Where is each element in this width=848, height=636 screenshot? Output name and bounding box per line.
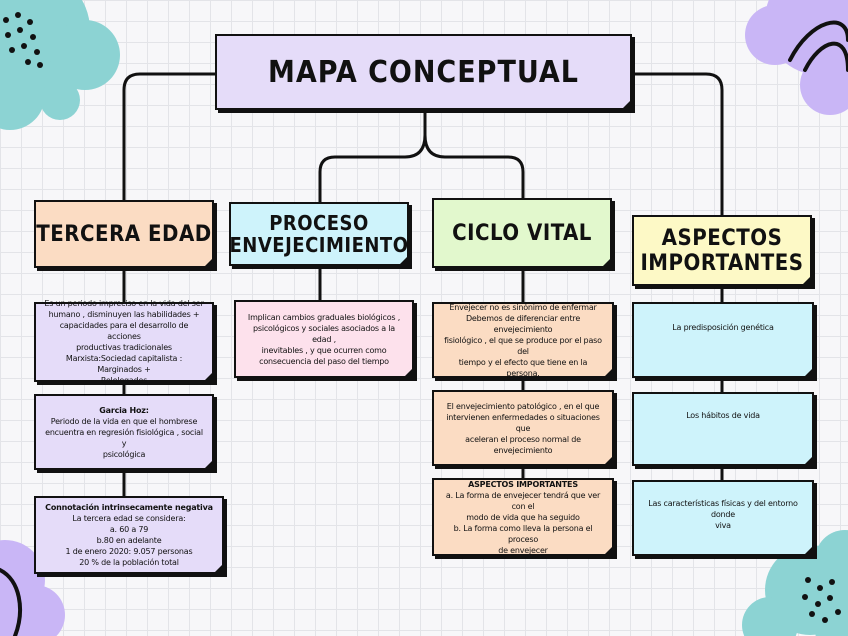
heading-text: TERCERA EDAD [36, 221, 212, 247]
card-line: inevitables , y que ocurren como [261, 345, 387, 355]
card-line: Es un periodo impreciso en la vida del s… [44, 299, 204, 308]
card-line: aceleran el proceso normal de envejecimi… [465, 434, 581, 455]
card-proceso-envejecimiento: Implican cambios graduales biológicos , … [234, 300, 415, 379]
card-line: Las características físicas y del entorn… [648, 499, 798, 519]
card-ciclo-vital-patologico: El envejecimiento patológico , en el que… [432, 390, 615, 467]
heading-proceso-envejecimiento: PROCESO ENVEJECIMIENTO [229, 202, 410, 267]
card-line: Debemos de diferenciar entre envejecimie… [465, 313, 581, 334]
lavender-flower-bottom-left [0, 540, 65, 636]
card-line: Los hábitos de vida [686, 411, 760, 420]
card-line: Garcia Hoz: [99, 405, 149, 415]
card-line: consecuencia del paso del tiempo [259, 356, 389, 366]
card-line: La tercera edad se considera: [72, 514, 186, 523]
card-line: de envejecer [498, 545, 548, 555]
card-line: Periodo de la vida en que el hombrese [50, 416, 198, 426]
card-tercera-edad-definicion: Es un periodo impreciso en la vida del s… [34, 299, 215, 385]
card-line: 1 de enero 2020: 9.057 personas [65, 547, 193, 556]
card-line: encuentra en regresión fisiológica , soc… [45, 427, 203, 448]
card-aspectos-habitos: Los hábitos de vida [632, 392, 815, 467]
card-line: a. La forma de envejecer tendrá que ver … [445, 490, 601, 511]
card-line: fisiológico , el que se produce por el p… [444, 335, 602, 356]
card-line: tiempo y el efecto que tiene en la perso… [458, 357, 588, 378]
card-line: La predisposición genética [672, 323, 774, 332]
teal-flower-bottom-right [742, 530, 848, 636]
heading-text: CICLO VITAL [452, 220, 592, 246]
card-ciclo-vital-aspectos: ASPECTOS IMPORTANTES a. La forma de enve… [432, 478, 615, 557]
card-line: b.80 en adelante [96, 536, 162, 545]
page-title-text: MAPA CONCEPTUAL [268, 54, 579, 90]
card-line: a. 60 a 79 [109, 525, 149, 534]
heading-tercera-edad: TERCERA EDAD [34, 200, 215, 269]
card-tercera-edad-connotacion: Connotación intrinsecamente negativa La … [34, 496, 225, 575]
card-line: 20 % de la población total [79, 558, 179, 567]
card-line: psicológicos y sociales asociados a la e… [252, 323, 396, 344]
card-aspectos-genetica: La predisposición genética [632, 302, 815, 379]
card-line: productivas tradicionales [76, 343, 172, 352]
teal-flower-top-left [0, 0, 120, 130]
card-line: humano , disminuyen las habilidades + [48, 310, 200, 319]
heading-text: ASPECTOS [661, 225, 783, 251]
card-line: modo de vida que ha seguido [466, 512, 580, 522]
card-ciclo-vital-envejecer: Envejecer no es sinónimo de enfermar Deb… [432, 302, 615, 379]
card-tercera-edad-garcia-hoz: Garcia Hoz: Periodo de la vida en que el… [34, 394, 215, 471]
card-line: capacidades para el desarrollo de accion… [59, 321, 189, 341]
heading-ciclo-vital: CICLO VITAL [432, 198, 613, 269]
card-line: psicológica [102, 449, 146, 459]
card-line: viva [715, 521, 731, 530]
card-line: Marxista:Sociedad capitalista : Marginad… [65, 354, 183, 374]
card-line: Connotación intrinsecamente negativa [45, 503, 213, 512]
heading-text: ENVEJECIMIENTO [229, 233, 409, 257]
heading-text: PROCESO [269, 211, 369, 235]
page-title: MAPA CONCEPTUAL [215, 34, 633, 111]
card-line: b. La forma como lleva la persona el pro… [453, 523, 593, 544]
heading-text: IMPORTANTES [640, 250, 804, 276]
card-aspectos-entorno: Las características físicas y del entorn… [632, 480, 815, 557]
card-line: ASPECTOS IMPORTANTES [468, 479, 578, 489]
card-line: El envejecimiento patológico , en el que [446, 401, 600, 411]
card-line: Implican cambios graduales biológicos , [247, 312, 401, 322]
card-line: Envejecer no es sinónimo de enfermar [449, 302, 597, 312]
card-line: intervienen enfermedades o situaciones q… [446, 412, 600, 433]
heading-aspectos-importantes: ASPECTOS IMPORTANTES [632, 215, 813, 287]
card-line: Relelegados [100, 376, 148, 385]
lavender-flower-top-right [745, 0, 848, 115]
